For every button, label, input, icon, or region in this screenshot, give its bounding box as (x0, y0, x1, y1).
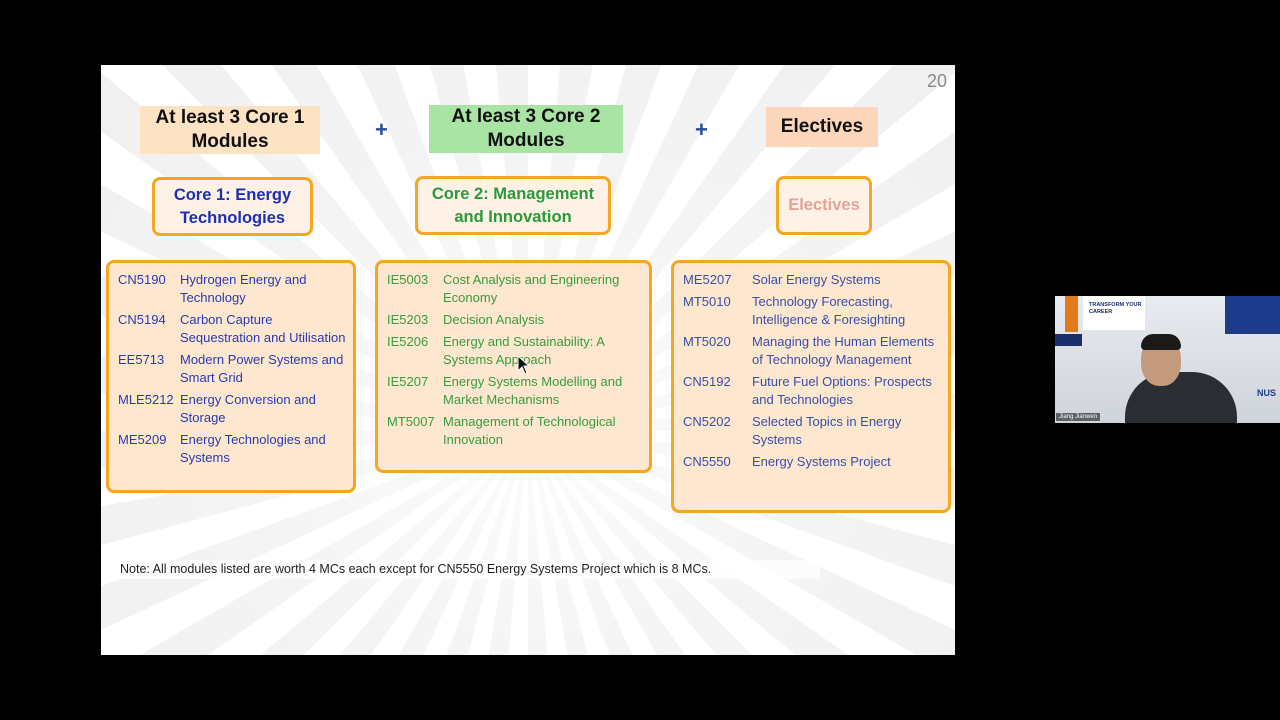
module-title: Hydrogen Energy and Technology (180, 272, 307, 305)
module-code: MT5020 (683, 334, 731, 349)
module-title: Selected Topics in Energy Systems (752, 414, 902, 447)
poster-orange-strip (1065, 296, 1078, 332)
module-item: ME5207 Solar Energy Systems (683, 271, 942, 289)
module-item: CN5194 Carbon Capture Sequestration and U… (118, 311, 347, 347)
page-number: 20 (926, 71, 947, 91)
module-code: EE5713 (118, 352, 165, 367)
core2-module-list: IE5003 Cost Analysis and Engineering Econ… (375, 260, 652, 473)
category-core2: Core 2: Management and Innovation (415, 176, 611, 235)
slide-note: Note: All modules listed are worth 4 MCs… (114, 560, 820, 579)
module-code: IE5207 (387, 374, 429, 389)
module-item: IE5003 Cost Analysis and Engineering Econ… (387, 271, 643, 307)
poster-navy-strip (1055, 334, 1082, 346)
module-code: IE5003 (387, 272, 429, 287)
header-core1: At least 3 Core 1 Modules (140, 106, 320, 154)
header-core2: At least 3 Core 2 Modules (429, 105, 623, 153)
module-code: CN5190 (118, 272, 166, 287)
module-item: ME5209 Energy Technologies and Systems (118, 431, 347, 467)
core1-module-list: CN5190 Hydrogen Energy and Technology CN5… (106, 260, 356, 493)
module-title: Modern Power Systems and Smart Grid (180, 352, 344, 385)
module-code: CN5194 (118, 312, 166, 327)
category-core1: Core 1: Energy Technologies (152, 177, 313, 236)
module-item: CN5550 Energy Systems Project (683, 453, 942, 471)
module-code: IE5206 (387, 334, 429, 349)
plus-sign-2: + (695, 117, 708, 142)
module-title: Energy Technologies and Systems (180, 432, 326, 465)
module-code: MT5007 (387, 414, 435, 429)
module-code: ME5207 (683, 272, 732, 287)
module-code: ME5209 (118, 432, 167, 447)
module-code: CN5202 (683, 414, 731, 429)
participant-name-tag: Jiang Jianwen (1056, 413, 1101, 421)
module-title: Energy Systems Project (752, 454, 891, 469)
module-item: MT5010 Technology Forecasting, Intelligen… (683, 293, 942, 329)
module-item: IE5206 Energy and Sustainability: A Syste… (387, 333, 643, 369)
module-title: Carbon Capture Sequestration and Utilisa… (180, 312, 346, 345)
blue-panel (1225, 296, 1280, 334)
module-item: MLE5212 Energy Conversion and Storage (118, 391, 347, 427)
category-electives: Electives (776, 176, 872, 235)
module-code: CN5550 (683, 454, 731, 469)
module-code: MLE5212 (118, 392, 174, 407)
module-title: Energy and Sustainability: A Systems App… (443, 334, 605, 367)
module-item: MT5007 Management of Technological Innova… (387, 413, 643, 449)
module-code: MT5010 (683, 294, 731, 309)
module-title: Decision Analysis (443, 312, 545, 327)
module-title: Solar Energy Systems (752, 272, 881, 287)
module-item: IE5203 Decision Analysis (387, 311, 643, 329)
webcam-video-tile[interactable]: TRANSFORM YOUR CAREER NUS Jiang Jianwen (1055, 296, 1280, 423)
module-title: Managing the Human Elements of Technolog… (752, 334, 935, 367)
presentation-slide: 20 At least 3 Core 1 Modules + At least … (101, 65, 955, 655)
electives-module-list: ME5207 Solar Energy Systems MT5010 Technol… (671, 260, 951, 513)
plus-sign-1: + (375, 117, 388, 142)
module-title: Energy Conversion and Storage (180, 392, 316, 425)
module-title: Management of Technological Innovation (443, 414, 616, 447)
presenter-body (1125, 372, 1237, 423)
mouse-pointer-icon (517, 355, 531, 375)
module-code: CN5192 (683, 374, 731, 389)
module-item: CN5202 Selected Topics in Energy Systems (683, 413, 942, 449)
header-electives: Electives (766, 107, 878, 147)
module-title: Energy Systems Modelling and Market Mech… (443, 374, 623, 407)
module-item: MT5020 Managing the Human Elements of Tec… (683, 333, 942, 369)
module-item: IE5207 Energy Systems Modelling and Marke… (387, 373, 643, 409)
module-title: Cost Analysis and Engineering Economy (443, 272, 620, 305)
module-item: CN5192 Future Fuel Options: Prospects and… (683, 373, 942, 409)
nus-logo: NUS (1256, 388, 1276, 398)
module-title: Technology Forecasting, Intelligence & F… (752, 294, 906, 327)
module-code: IE5203 (387, 312, 429, 327)
module-title: Future Fuel Options: Prospects and Techn… (752, 374, 932, 407)
presenter-hair (1141, 334, 1181, 350)
poster (1083, 296, 1145, 330)
module-item: CN5190 Hydrogen Energy and Technology (118, 271, 347, 307)
poster-text: TRANSFORM YOUR CAREER (1089, 302, 1142, 315)
module-item: EE5713 Modern Power Systems and Smart Gri… (118, 351, 347, 387)
